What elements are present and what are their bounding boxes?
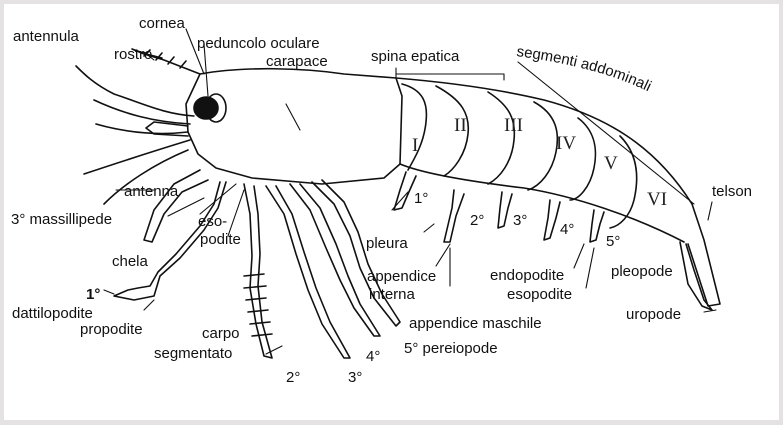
segmenti-addominali-arc: segmenti addominali — [4, 4, 779, 420]
diagram-panel: antennula cornea rostro peduncolo ocular… — [4, 4, 779, 420]
segment-label-2: II — [454, 116, 467, 135]
segment-label-3: III — [504, 116, 523, 135]
segment-label-1: I — [412, 136, 418, 155]
segment-label-4: IV — [556, 134, 576, 153]
segment-label-5: V — [604, 154, 618, 173]
label-segmenti-addominali: segmenti addominali — [516, 43, 655, 95]
segment-label-6: VI — [647, 190, 667, 209]
